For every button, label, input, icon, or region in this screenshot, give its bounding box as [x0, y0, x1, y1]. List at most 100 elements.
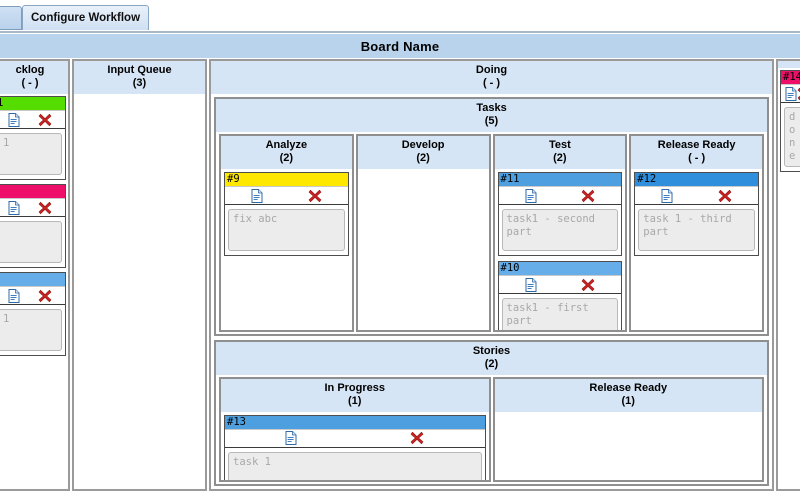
section-stories-header: Stories (2) [216, 341, 767, 375]
document-icon[interactable] [525, 188, 537, 203]
delete-x-icon[interactable] [410, 431, 424, 445]
card-body-text[interactable]: 1 [0, 309, 62, 351]
column-title: Develop [401, 139, 445, 151]
card-actions [225, 186, 348, 205]
lane-backlog-title: cklog [15, 64, 45, 76]
delete-x-icon[interactable] [38, 289, 52, 303]
document-icon[interactable] [285, 431, 297, 446]
column-title: In Progress [324, 381, 386, 394]
card-body-text[interactable]: task1 - second part [501, 209, 619, 251]
section-tasks-count: (5) [484, 115, 499, 127]
column-header: Test(2) [494, 136, 626, 169]
card-id-label: #12 [635, 173, 758, 186]
delete-x-icon[interactable] [581, 278, 595, 292]
lane-input-queue[interactable]: Input Queue (3) [72, 59, 207, 491]
document-icon[interactable] [661, 188, 673, 203]
card-id-label [0, 185, 65, 198]
column-count: ( - ) [688, 152, 706, 164]
column-content: #13 task 1 [221, 412, 489, 480]
column-header: Analyze(2) [221, 136, 352, 169]
tab-configure-workflow[interactable]: Configure Workflow [22, 5, 149, 30]
column-header: Release Ready(1) [494, 378, 762, 412]
card-actions [781, 84, 800, 103]
column-title: Release Ready [589, 381, 668, 394]
delete-x-icon[interactable] [38, 201, 52, 215]
card-body-text[interactable]: task1 - first part [501, 298, 619, 330]
lane-input-queue-title: Input Queue [107, 64, 172, 76]
delete-x-icon[interactable] [38, 113, 52, 127]
task-card[interactable]: #12 task 1 - third part [634, 172, 759, 256]
task-card[interactable]: #11 task1 - second part [497, 172, 623, 256]
card-actions [0, 110, 65, 129]
task-card[interactable]: 1 [0, 272, 66, 356]
section-tasks-header: Tasks (5) [216, 99, 767, 132]
column-in-progress[interactable]: In Progress(1) #13 task 1 [219, 376, 491, 482]
column-analyze[interactable]: Analyze(2) #9 fix abc [219, 134, 354, 332]
card-id-label: #11 [498, 173, 622, 186]
card-actions [498, 275, 622, 294]
task-card[interactable]: #9 fix abc [224, 172, 349, 256]
delete-x-icon[interactable] [581, 189, 595, 203]
column-header: Release Ready( - ) [631, 136, 762, 169]
lane-backlog-header: cklog ( - ) [0, 61, 68, 94]
card-body-text[interactable]: task 1 - third part [638, 209, 755, 251]
document-icon[interactable] [525, 277, 537, 292]
card-id-label [0, 273, 65, 286]
document-icon[interactable] [8, 112, 20, 127]
task-card[interactable] [0, 184, 66, 268]
card-body-text[interactable]: 1 [0, 133, 62, 175]
column-release-ready[interactable]: Release Ready(1) [492, 376, 764, 482]
document-icon[interactable] [251, 188, 263, 203]
delete-x-icon[interactable] [718, 189, 732, 203]
delete-x-icon[interactable] [308, 189, 322, 203]
document-icon[interactable] [8, 200, 20, 215]
card-actions [225, 428, 485, 448]
task-card[interactable]: #13 task 1 [224, 414, 486, 480]
column-count: (2) [279, 152, 294, 164]
column-count: (2) [416, 152, 430, 164]
card-actions [498, 186, 622, 205]
column-header: In Progress(1) [221, 378, 489, 412]
card-id-label: #9 [225, 173, 348, 186]
column-content [495, 412, 763, 480]
column-develop[interactable]: Develop(2) [355, 134, 491, 332]
section-stories-title: Stories [472, 344, 511, 357]
card-body-text[interactable]: done [784, 107, 800, 167]
card-body-text[interactable] [0, 221, 62, 263]
card-id-label: #13 [225, 415, 485, 429]
column-title: Analyze [265, 139, 308, 151]
column-content: #12 task 1 - third part [631, 169, 762, 330]
lane-input-queue-header: Input Queue (3) [74, 61, 205, 94]
lane-backlog-count: ( - ) [21, 77, 39, 89]
document-icon[interactable] [785, 86, 797, 101]
card-id-label: 1 [0, 97, 65, 110]
column-count: (1) [621, 394, 635, 407]
card-body-text[interactable]: fix abc [228, 209, 345, 251]
lane-input-queue-count: (3) [132, 77, 147, 89]
tab-stub[interactable] [0, 6, 22, 30]
document-icon[interactable] [8, 288, 20, 303]
column-content [358, 169, 489, 330]
lane-doing-header: Doing ( - ) [211, 61, 772, 94]
card-body-text[interactable]: task 1 [228, 451, 482, 480]
column-count: (2) [553, 152, 567, 164]
column-release-ready[interactable]: Release Ready( - ) #12 task 1 - third part [629, 134, 764, 332]
card-actions [0, 286, 65, 305]
card-actions [635, 186, 758, 205]
column-count: (1) [348, 394, 362, 407]
